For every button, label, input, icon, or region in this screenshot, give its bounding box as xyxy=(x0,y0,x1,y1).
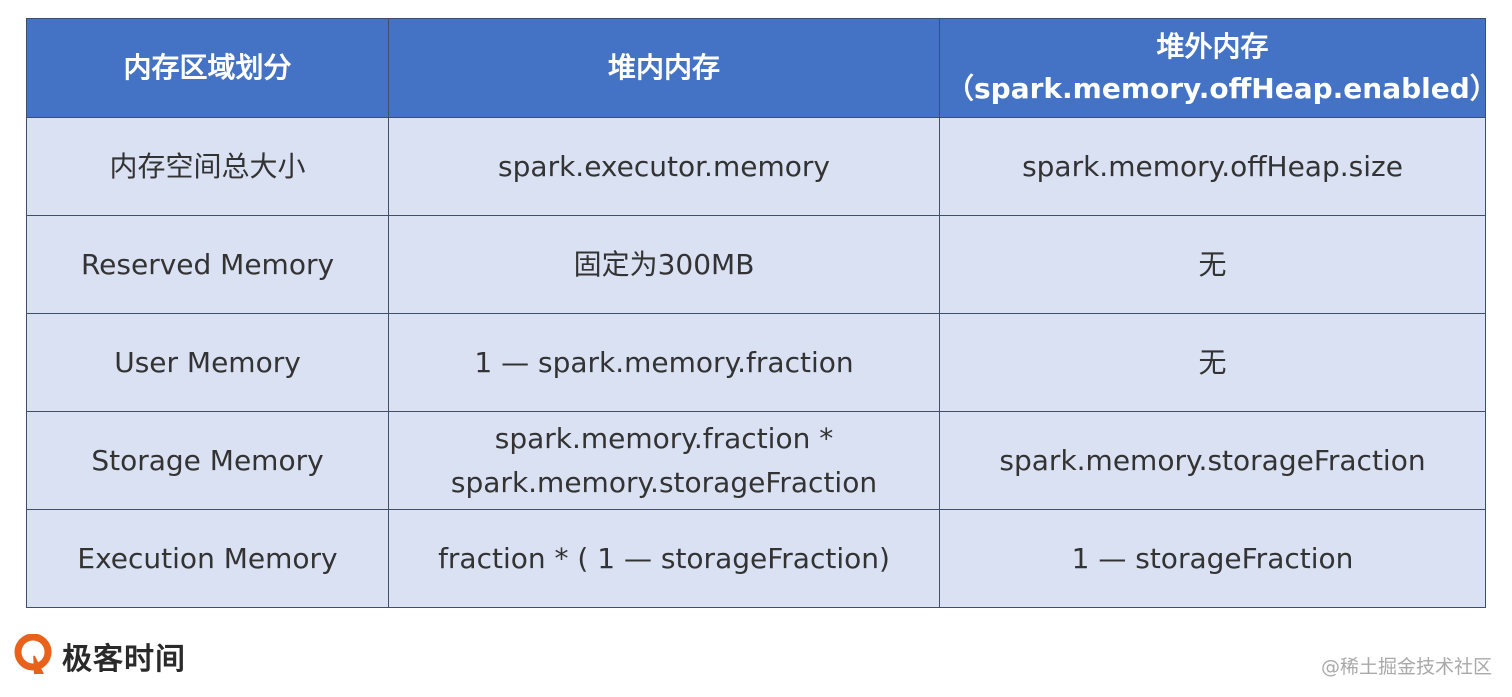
cell-text: 无 xyxy=(1198,345,1227,379)
header-cell: 堆外内存 （spark.memory.offHeap.enabled） xyxy=(939,18,1498,118)
cell-text: Reserved Memory xyxy=(80,247,335,281)
logo-text: 极客时间 xyxy=(62,642,186,677)
table-cell: Reserved Memory xyxy=(26,215,389,314)
cell-text: Execution Memory xyxy=(77,541,338,575)
header-cell: 内存区域划分 xyxy=(26,18,389,118)
watermark: @稀土掘金技术社区 xyxy=(1320,656,1492,678)
memory-partition-table: 内存区域划分 堆内内存 堆外内存 （spark.memory.offHeap.e… xyxy=(26,18,1498,608)
cell-text: spark.executor.memory xyxy=(498,149,830,183)
table-cell: spark.memory.offHeap.size xyxy=(939,117,1486,216)
cell-text: spark.memory.storageFraction xyxy=(999,443,1426,477)
table-row: Storage Memory spark.memory.fraction * s… xyxy=(26,411,1486,510)
header-text: （spark.memory.offHeap.enabled） xyxy=(946,72,1498,105)
table-cell: 1 — spark.memory.fraction xyxy=(388,313,940,412)
table-cell: Storage Memory xyxy=(26,411,389,510)
table-cell: 无 xyxy=(939,313,1486,412)
cell-text: Storage Memory xyxy=(91,443,324,477)
header-text: 内存区域划分 xyxy=(123,51,292,84)
table-header-row: 内存区域划分 堆内内存 堆外内存 （spark.memory.offHeap.e… xyxy=(26,18,1498,118)
table-cell: spark.memory.storageFraction xyxy=(939,411,1486,510)
cell-text: 1 — storageFraction xyxy=(1071,541,1354,575)
cell-text: User Memory xyxy=(114,345,301,379)
table-cell: spark.executor.memory xyxy=(388,117,940,216)
cell-text: 固定为300MB xyxy=(573,247,755,281)
table-cell: 内存空间总大小 xyxy=(26,117,389,216)
cell-text: spark.memory.fraction * xyxy=(494,422,834,456)
table-cell: spark.memory.fraction * spark.memory.sto… xyxy=(388,411,940,510)
table-row: User Memory 1 — spark.memory.fraction 无 xyxy=(26,313,1486,412)
table-row: Execution Memory fraction * ( 1 — storag… xyxy=(26,509,1486,608)
table-row: 内存空间总大小 spark.executor.memory spark.memo… xyxy=(26,117,1486,216)
geektime-logo-icon xyxy=(14,634,52,674)
header-text: 堆内内存 xyxy=(607,51,720,84)
cell-text: 内存空间总大小 xyxy=(109,149,306,183)
header-cell: 堆内内存 xyxy=(388,18,940,118)
table-cell: 固定为300MB xyxy=(388,215,940,314)
table-cell: 无 xyxy=(939,215,1486,314)
table-row: Reserved Memory 固定为300MB 无 xyxy=(26,215,1486,314)
table-cell: Execution Memory xyxy=(26,509,389,608)
cell-text: fraction * ( 1 — storageFraction) xyxy=(438,541,890,575)
cell-text: 无 xyxy=(1198,247,1227,281)
geektime-logo: 极客时间 xyxy=(14,632,186,680)
cell-text: 1 — spark.memory.fraction xyxy=(474,345,854,379)
header-text: 堆外内存 xyxy=(1156,30,1269,63)
table-cell: User Memory xyxy=(26,313,389,412)
cell-text: spark.memory.storageFraction xyxy=(450,465,878,499)
table-cell: fraction * ( 1 — storageFraction) xyxy=(388,509,940,608)
cell-text: spark.memory.offHeap.size xyxy=(1022,149,1403,183)
table-cell: 1 — storageFraction xyxy=(939,509,1486,608)
